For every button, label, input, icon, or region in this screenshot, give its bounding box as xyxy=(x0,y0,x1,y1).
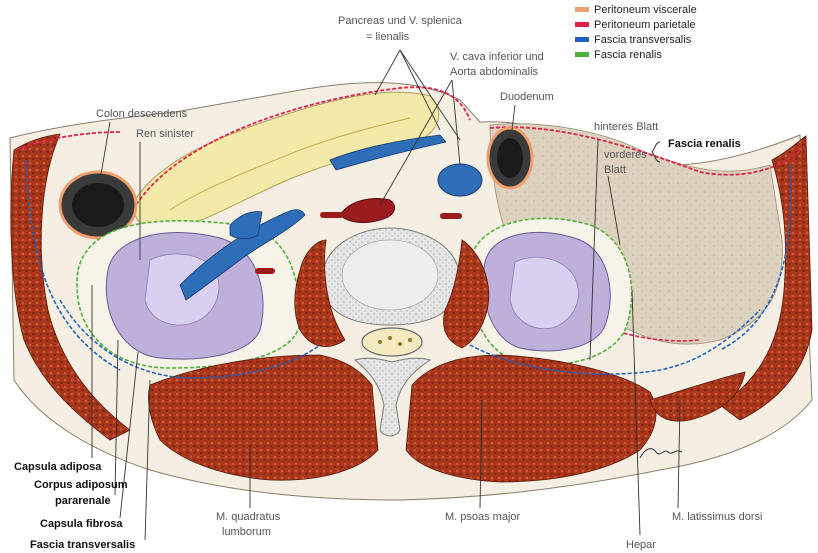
label-pancreas: Pancreas und V. splenica xyxy=(338,15,463,27)
spinal-canal xyxy=(361,327,423,357)
label-ren: Ren sinister xyxy=(136,128,194,140)
legend-swatch-fascia-transversalis xyxy=(575,37,589,42)
back-muscles-left xyxy=(148,354,379,481)
latissimus-right xyxy=(649,371,746,422)
legend-label-peritoneum-viscerale: Peritoneum viscerale xyxy=(594,4,697,16)
legend-swatch-fascia-renalis xyxy=(575,52,589,57)
left-wall-muscles xyxy=(10,133,131,441)
artist-signature xyxy=(639,448,683,459)
label-capsula-fibrosa: Capsula fibrosa xyxy=(40,518,123,530)
psoas-left xyxy=(294,239,346,347)
aorta-abdominalis xyxy=(339,198,396,224)
label-psoas: M. psoas major xyxy=(445,511,521,523)
label-quadratus: M. quadratus xyxy=(216,511,281,523)
label-hinteres-blatt: hinteres Blatt xyxy=(594,121,658,133)
vertebral-arch xyxy=(353,357,432,437)
label-blatt: Blatt xyxy=(604,164,626,176)
left-renal-vein xyxy=(179,209,306,301)
label-vorderes: vorderes xyxy=(604,149,647,161)
label-pararenale: pararenale xyxy=(55,495,111,507)
label-corpus-adiposum: Corpus adiposum xyxy=(34,479,128,491)
label-fascia-transversalis: Fascia transversalis xyxy=(30,539,135,551)
vena-splenica xyxy=(329,134,447,171)
legend-swatch-peritoneum-parietale xyxy=(575,22,589,27)
legend: Peritoneum viscerale Peritoneum parietal… xyxy=(575,4,697,61)
legend-label-fascia-transversalis: Fascia transversalis xyxy=(594,34,692,46)
label-lumborum: lumborum xyxy=(222,526,271,538)
label-latissimus: M. latissimus dorsi xyxy=(672,511,762,523)
vena-cava-inferior xyxy=(437,163,483,197)
label-capsula-adiposa: Capsula adiposa xyxy=(14,461,102,473)
label-aorta: Aorta abdominalis xyxy=(450,66,539,78)
psoas-right xyxy=(443,239,490,349)
label-fascia-renalis: Fascia renalis xyxy=(668,138,741,150)
label-vcava: V. cava inferior und xyxy=(450,51,544,63)
label-colon: Colon descendens xyxy=(96,108,188,120)
legend-swatch-peritoneum-viscerale xyxy=(575,7,589,12)
label-hepar: Hepar xyxy=(626,539,656,551)
label-pancreas-2: = lienalis xyxy=(366,31,410,43)
label-duodenum: Duodenum xyxy=(500,91,554,103)
legend-label-fascia-renalis: Fascia renalis xyxy=(594,49,662,61)
legend-label-peritoneum-parietale: Peritoneum parietale xyxy=(594,19,696,31)
